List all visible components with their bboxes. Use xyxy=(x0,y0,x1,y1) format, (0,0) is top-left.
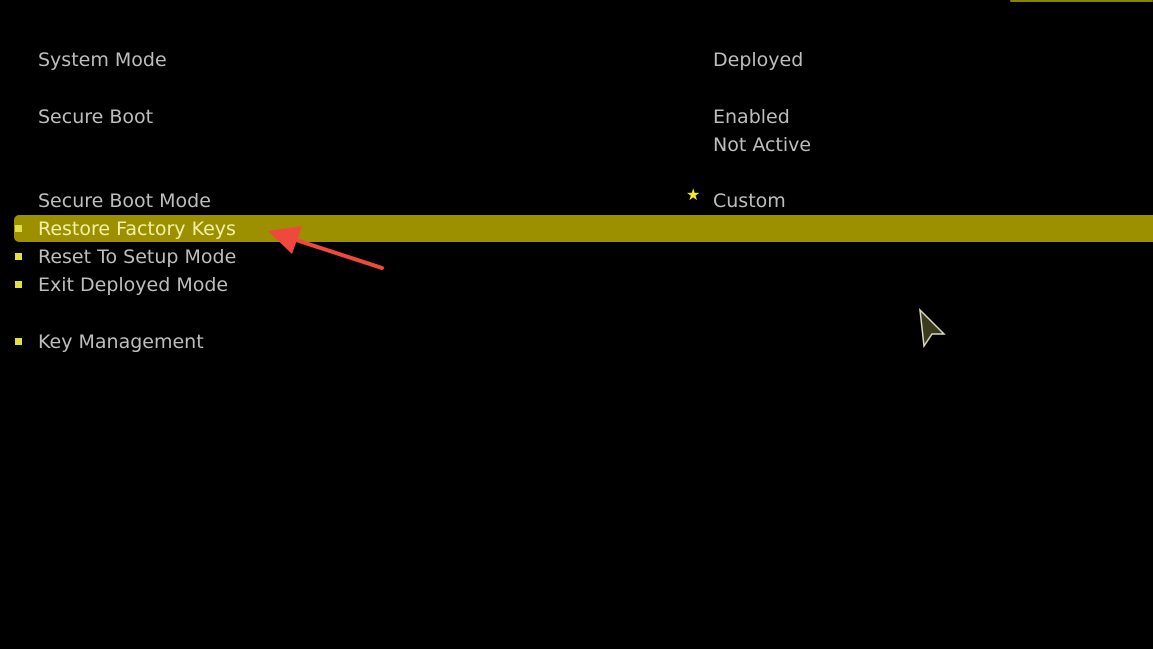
system-mode-value: Deployed xyxy=(713,49,804,71)
system-mode-label: System Mode xyxy=(38,49,167,71)
secure-boot-value: Enabled xyxy=(713,106,790,128)
star-icon: ★ xyxy=(686,185,701,204)
selected-row-highlight xyxy=(14,215,1153,242)
secure-boot-label: Secure Boot xyxy=(38,106,154,128)
restore-factory-keys-item[interactable]: Restore Factory Keys xyxy=(38,218,236,240)
secure-boot-mode-label: Secure Boot Mode xyxy=(38,190,211,212)
reset-to-setup-mode-item[interactable]: Reset To Setup Mode xyxy=(38,246,237,268)
bullet-icon xyxy=(15,338,22,345)
top-edge-accent xyxy=(1010,0,1153,2)
mouse-cursor-icon xyxy=(919,308,946,349)
key-management-item[interactable]: Key Management xyxy=(38,331,204,353)
secure-boot-status: Not Active xyxy=(713,134,812,156)
bullet-icon xyxy=(15,253,22,260)
bullet-icon xyxy=(15,225,22,232)
annotation-arrow-icon xyxy=(268,226,384,270)
bullet-icon xyxy=(15,281,22,288)
exit-deployed-mode-item[interactable]: Exit Deployed Mode xyxy=(38,274,229,296)
secure-boot-mode-select[interactable]: Custom xyxy=(713,190,786,212)
